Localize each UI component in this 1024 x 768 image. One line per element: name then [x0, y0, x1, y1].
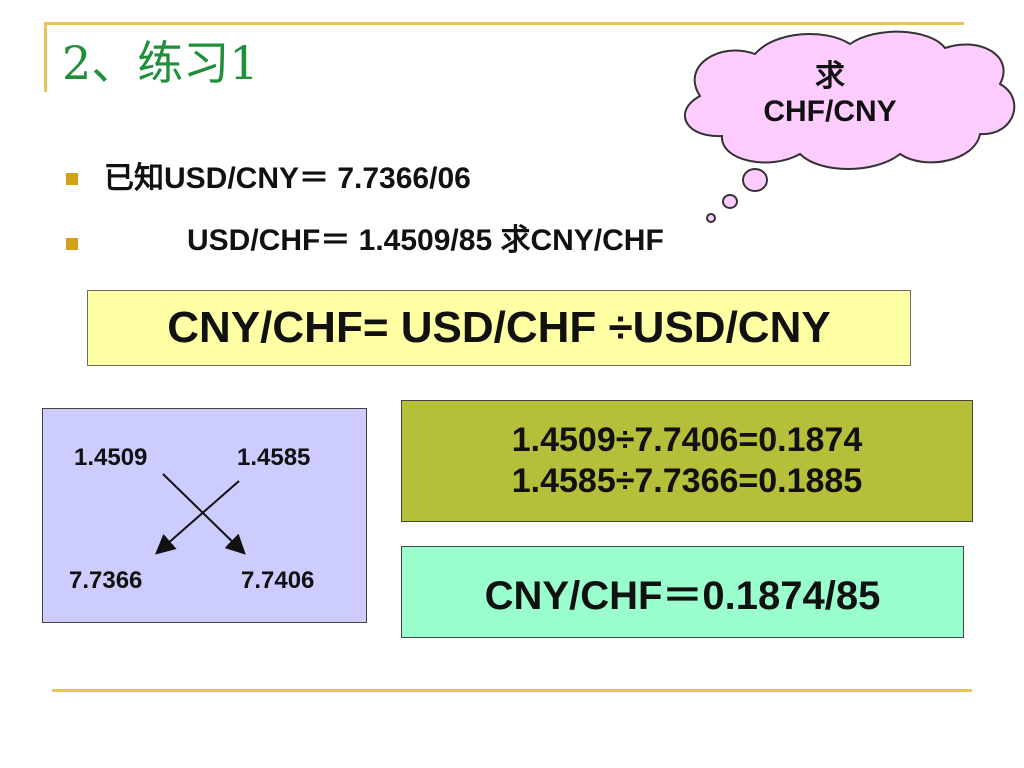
frame-bottom-line [52, 689, 972, 692]
slide-title: 2、练习1 [62, 36, 259, 90]
thought-line-2: CHF/CNY [763, 94, 897, 128]
frame-top-line [44, 22, 964, 25]
thought-cloud-text: 求 CHF/CNY [730, 60, 930, 129]
thought-dot-large [742, 168, 768, 192]
result-box: CNY/CHF＝0.1874/85 [401, 546, 964, 638]
cross-diagram-box: 1.4509 1.4585 7.7366 7.7406 [42, 408, 367, 623]
calc-line-1: 1.4509÷7.7406=0.1874 [511, 420, 863, 459]
thought-line-1: 求 [815, 60, 845, 93]
cross-top-left: 1.4509 [74, 444, 148, 471]
cross-top-right: 1.4585 [237, 444, 311, 471]
cross-arrows [154, 473, 246, 555]
formula-box: CNY/CHF= USD/CHF ÷USD/CNY [87, 290, 911, 366]
frame-left-line [44, 22, 47, 92]
thought-dot-small [706, 213, 716, 223]
bullet-text-2: USD/CHF＝ 1.4509/85 求CNY/CHF [187, 224, 664, 257]
arrow-down-left [154, 480, 240, 555]
bullet-marker-2 [66, 238, 78, 250]
calc-line-2: 1.4585÷7.7366=0.1885 [511, 462, 863, 500]
cross-bottom-right: 7.7406 [241, 567, 315, 594]
thought-dot-medium [722, 194, 738, 209]
result-text: CNY/CHF＝0.1874/85 [484, 574, 881, 618]
cross-bottom-left: 7.7366 [69, 567, 143, 594]
calculation-box: 1.4509÷7.7406=0.1874 1.4585÷7.7366=0.188… [401, 400, 973, 522]
thought-cloud [683, 30, 1016, 170]
bullet-marker-1 [66, 173, 78, 185]
bullet-text-1: 已知USD/CNY＝ 7.7366/06 [104, 162, 471, 195]
formula-text: CNY/CHF= USD/CHF ÷USD/CNY [167, 303, 831, 352]
